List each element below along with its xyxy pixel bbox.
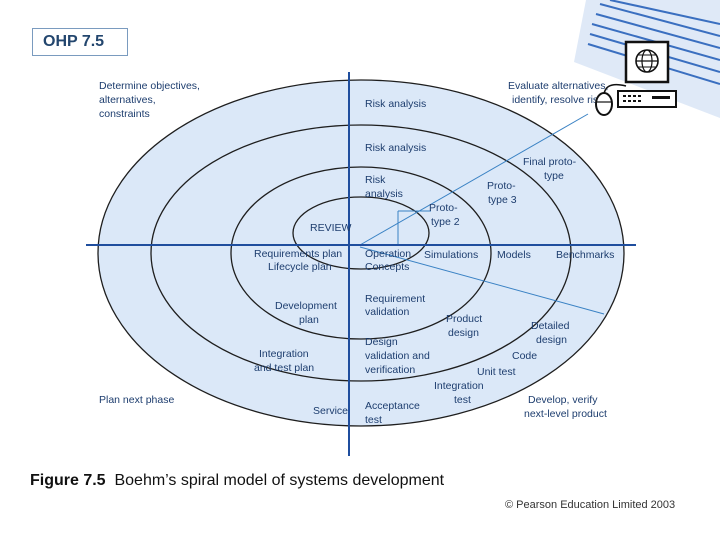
risk-analysis-outer: Risk analysis: [365, 98, 426, 110]
figure-title: Boehm’s spiral model of systems developm…: [114, 472, 445, 489]
slide-label-box: OHP 7.5: [32, 28, 128, 56]
second-cycle: [230, 166, 492, 340]
inner-cycle: [292, 196, 430, 270]
benchmarks-label: Benchmarks: [556, 249, 614, 261]
models-label: Models: [497, 249, 531, 261]
service-label: Service: [313, 405, 348, 417]
risk-analysis-inner: Risk analysis: [365, 174, 403, 200]
requirements-plan: Requirements plan Lifecycle plan: [254, 248, 345, 273]
code-label: Code: [512, 350, 537, 362]
unit-test-label: Unit test: [477, 366, 516, 378]
figure-caption: Figure 7.5 Boehm’s spiral model of syste…: [30, 472, 444, 490]
quadrant-plan-next-phase: Plan next phase: [99, 394, 174, 406]
integration-test: Integration test: [434, 380, 487, 406]
quadrant-evaluate-alternatives: Evaluate alternatives, identify, resolve…: [508, 80, 611, 106]
third-cycle: [150, 124, 572, 382]
product-design: Product design: [446, 313, 485, 339]
operation-concepts: Operation Concepts: [365, 248, 414, 273]
development-divider: [359, 246, 605, 315]
copyright-notice: © Pearson Education Limited 2003: [505, 499, 676, 511]
computer-icon: [574, 0, 720, 118]
risk-analysis-middle: Risk analysis: [365, 142, 426, 154]
development-plan: Development plan: [275, 300, 340, 326]
acceptance-test: Acceptance test: [365, 400, 423, 426]
slide-label: OHP 7.5: [43, 33, 105, 50]
final-prototype: Final proto- type: [523, 156, 579, 182]
design-validation: Design validation and verification: [365, 336, 433, 376]
prototype-2: Proto- type 2: [429, 202, 461, 228]
detailed-design: Detailed design: [531, 320, 572, 346]
outer-cycle: [97, 79, 625, 427]
integration-test-plan: Integration and test plan: [254, 348, 314, 374]
quadrant-develop-verify: Develop, verify next-level product: [524, 394, 607, 420]
prototype-3: Proto- type 3: [487, 180, 519, 206]
quadrant-determine-objectives: Determine objectives, alternatives, cons…: [99, 80, 203, 120]
simulations-label: Simulations: [424, 249, 478, 261]
figure-number: Figure 7.5: [30, 472, 106, 489]
requirement-validation: Requirement validation: [365, 293, 428, 318]
review-label: REVIEW: [310, 222, 352, 234]
